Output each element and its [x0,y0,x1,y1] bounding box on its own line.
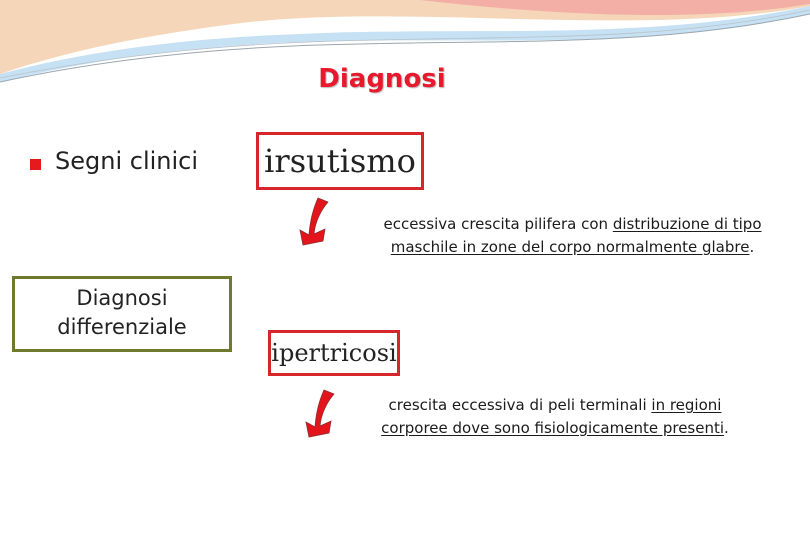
wave-grey-line-2 [0,9,810,79]
desc-2-part-a: crescita eccessiva di peli terminali [388,396,652,414]
diagnosi-differenziale-box: Diagnosi differenziale [12,276,232,352]
desc-1-part-d: . [749,238,755,256]
desc-2-part-d: . [724,419,729,437]
header-wave-decoration [0,0,810,83]
term-ipertricosi-box: ipertricosi [268,330,400,376]
curved-arrow-icon [299,197,329,246]
slide-title: Diagnosi [318,64,446,94]
term-ipertricosi-description: crescita eccessiva di peli terminali in … [350,394,760,440]
diff-box-line2: differenziale [57,315,187,339]
bullet-square-icon [30,158,41,170]
wave-grey-line [0,13,810,83]
wave-pink-band [420,0,810,16]
desc-1-part-a: eccessiva crescita pilifera con [383,215,613,233]
bullet-segni-clinici: Segni clinici [30,144,198,178]
term-irsutismo-description: eccessiva crescita pilifera con distribu… [360,213,785,259]
desc-1-part-c: maschile in zone del corpo normalmente g… [390,238,750,256]
wave-peach-band [0,0,810,74]
desc-1-part-b: distribuzione di tipo [612,215,762,233]
bullet-label: Segni clinici [55,147,199,175]
diff-box-line1: Diagnosi [76,286,168,310]
term-irsutismo-box: irsutismo [256,132,424,190]
desc-2-part-b: in regioni [651,396,722,414]
curved-arrow-icon [305,389,335,438]
desc-2-part-c: corporee dove sono fisiologicamente pres… [381,419,725,437]
